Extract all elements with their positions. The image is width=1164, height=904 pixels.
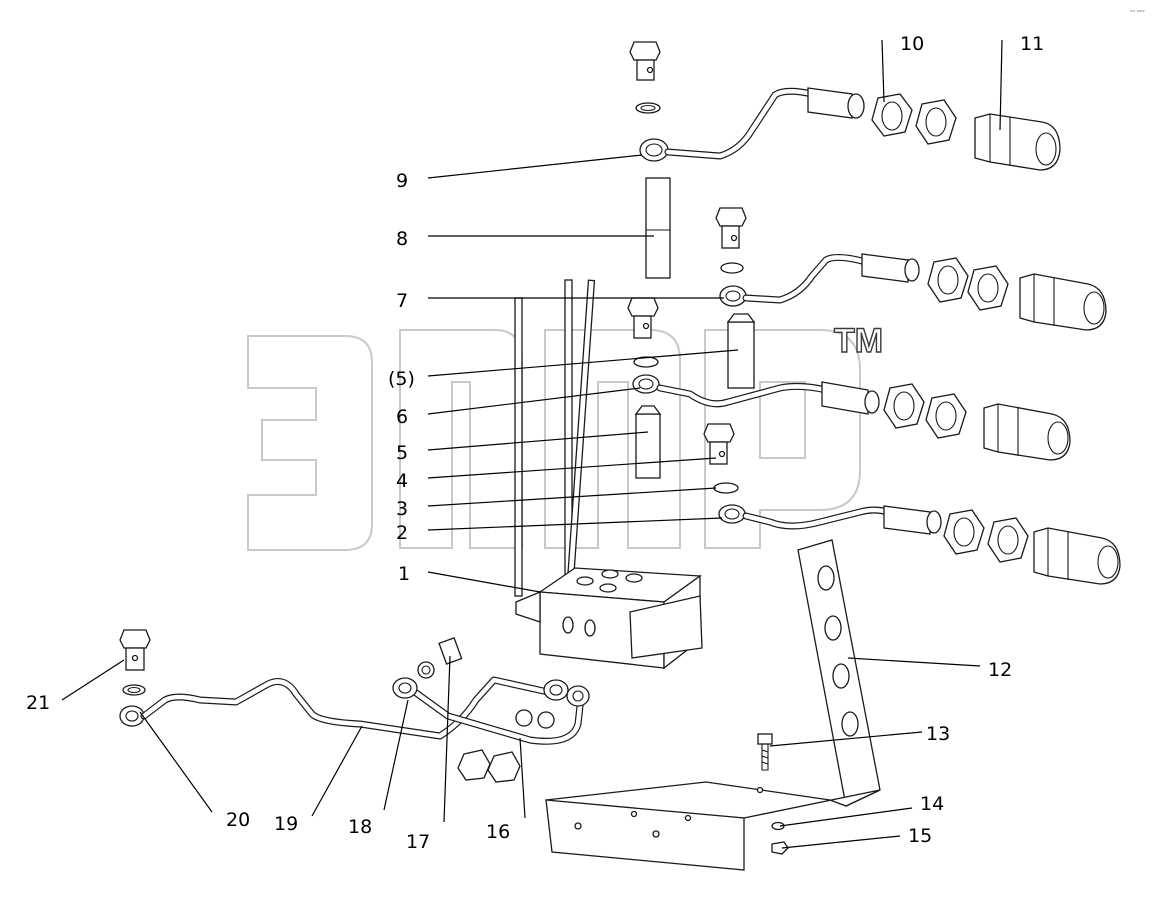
callout-1: 1 <box>398 563 410 585</box>
callout-18: 18 <box>348 816 372 838</box>
hose-line-9 <box>629 41 1061 171</box>
callout-6: 6 <box>396 406 408 428</box>
hose-line-7 <box>645 177 1107 331</box>
hose-line-6 <box>627 297 1071 461</box>
callout-20: 20 <box>226 809 250 831</box>
callout-8: 8 <box>396 228 408 250</box>
watermark-trademark: TM <box>834 322 883 360</box>
callout-13: 13 <box>926 723 950 745</box>
callout-19: 19 <box>274 813 298 835</box>
callout-12: 12 <box>988 659 1012 681</box>
callout-5: 5 <box>396 442 408 464</box>
bolt-13 <box>757 733 773 771</box>
callout-7: 7 <box>396 290 408 312</box>
callout-4: 4 <box>396 470 408 492</box>
callout-5-paren: (5) <box>388 368 415 390</box>
callout-9: 9 <box>396 170 408 192</box>
callout-2: 2 <box>396 522 408 544</box>
callout-17: 17 <box>406 831 430 853</box>
callout-labels: 9 8 7 (5) 6 5 4 3 2 1 10 11 12 13 14 15 … <box>26 33 1044 853</box>
bracket <box>545 539 881 871</box>
lower-hose-assembly <box>119 629 590 783</box>
valve-block <box>515 567 703 670</box>
watermark-logo <box>247 329 861 551</box>
callout-16: 16 <box>486 821 510 843</box>
corner-mark: ᵉᵃ ʷᵉᵉ <box>1130 9 1145 16</box>
callout-14: 14 <box>920 793 944 815</box>
callout-21: 21 <box>26 692 50 714</box>
callout-3: 3 <box>396 498 408 520</box>
callout-10: 10 <box>900 33 924 55</box>
nut-15 <box>771 841 789 855</box>
callout-11: 11 <box>1020 33 1044 55</box>
leader-lines <box>61 39 1003 849</box>
callout-15: 15 <box>908 825 932 847</box>
hose-line-2 <box>634 405 1121 585</box>
